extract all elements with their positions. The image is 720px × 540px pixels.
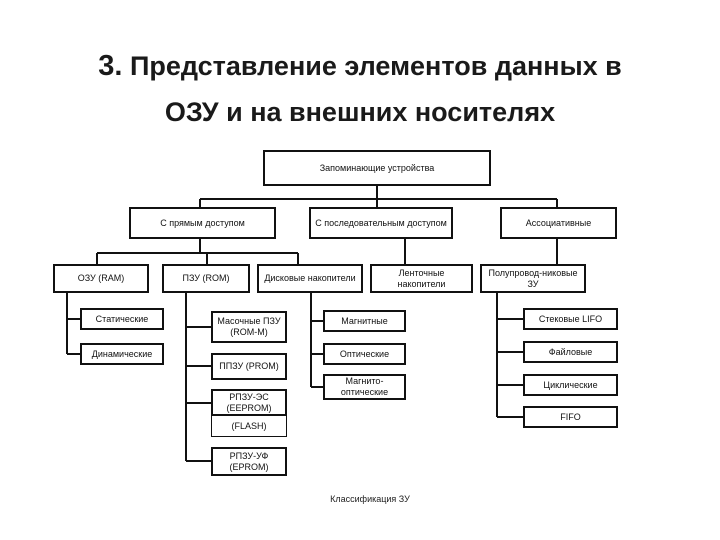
slide-title-line-2: ОЗУ и на внешних носителях	[164, 97, 556, 127]
node-static: Статические	[80, 308, 164, 330]
slide-title-line-1: 3. Представление элементов данных в	[0, 47, 720, 85]
node-stack-lifo: Стековые LIFO	[523, 308, 618, 330]
node-tape-drives: Ленточные накопители	[370, 264, 473, 293]
node-ram: ОЗУ (RAM)	[53, 264, 149, 293]
node-sequential-access: С последовательным доступом	[309, 207, 453, 239]
node-eeprom: РПЗУ-ЭС (EEPROM)	[211, 389, 287, 416]
node-magnetic: Магнитные	[323, 310, 406, 332]
node-cyclic: Циклические	[523, 374, 618, 396]
node-flash: (FLASH)	[211, 415, 287, 437]
node-prom: ППЗУ (PROM)	[211, 353, 287, 380]
figure-caption: Классификация ЗУ	[330, 494, 410, 504]
node-eprom: РПЗУ-УФ (EPROM)	[211, 447, 287, 476]
slide-title-text-1: Представление элементов данных в	[129, 51, 622, 81]
node-associative: Ассоциативные	[500, 207, 617, 239]
node-mask-rom: Масочные ПЗУ (ROM-M)	[211, 311, 287, 343]
slide-number: 3.	[98, 50, 123, 82]
node-storage-devices: Запоминающие устройства	[263, 150, 491, 186]
node-file: Файловые	[523, 341, 618, 363]
node-dynamic: Динамические	[80, 343, 164, 365]
node-direct-access: С прямым доступом	[129, 207, 276, 239]
node-magneto-optical: Магнито-оптические	[323, 374, 406, 400]
node-rom: ПЗУ (ROM)	[162, 264, 250, 293]
node-optical: Оптические	[323, 343, 406, 365]
node-semiconductor: Полупровод-никовые ЗУ	[480, 264, 586, 293]
node-fifo: FIFO	[523, 406, 618, 428]
node-disk-drives: Дисковые накопители	[257, 264, 363, 293]
